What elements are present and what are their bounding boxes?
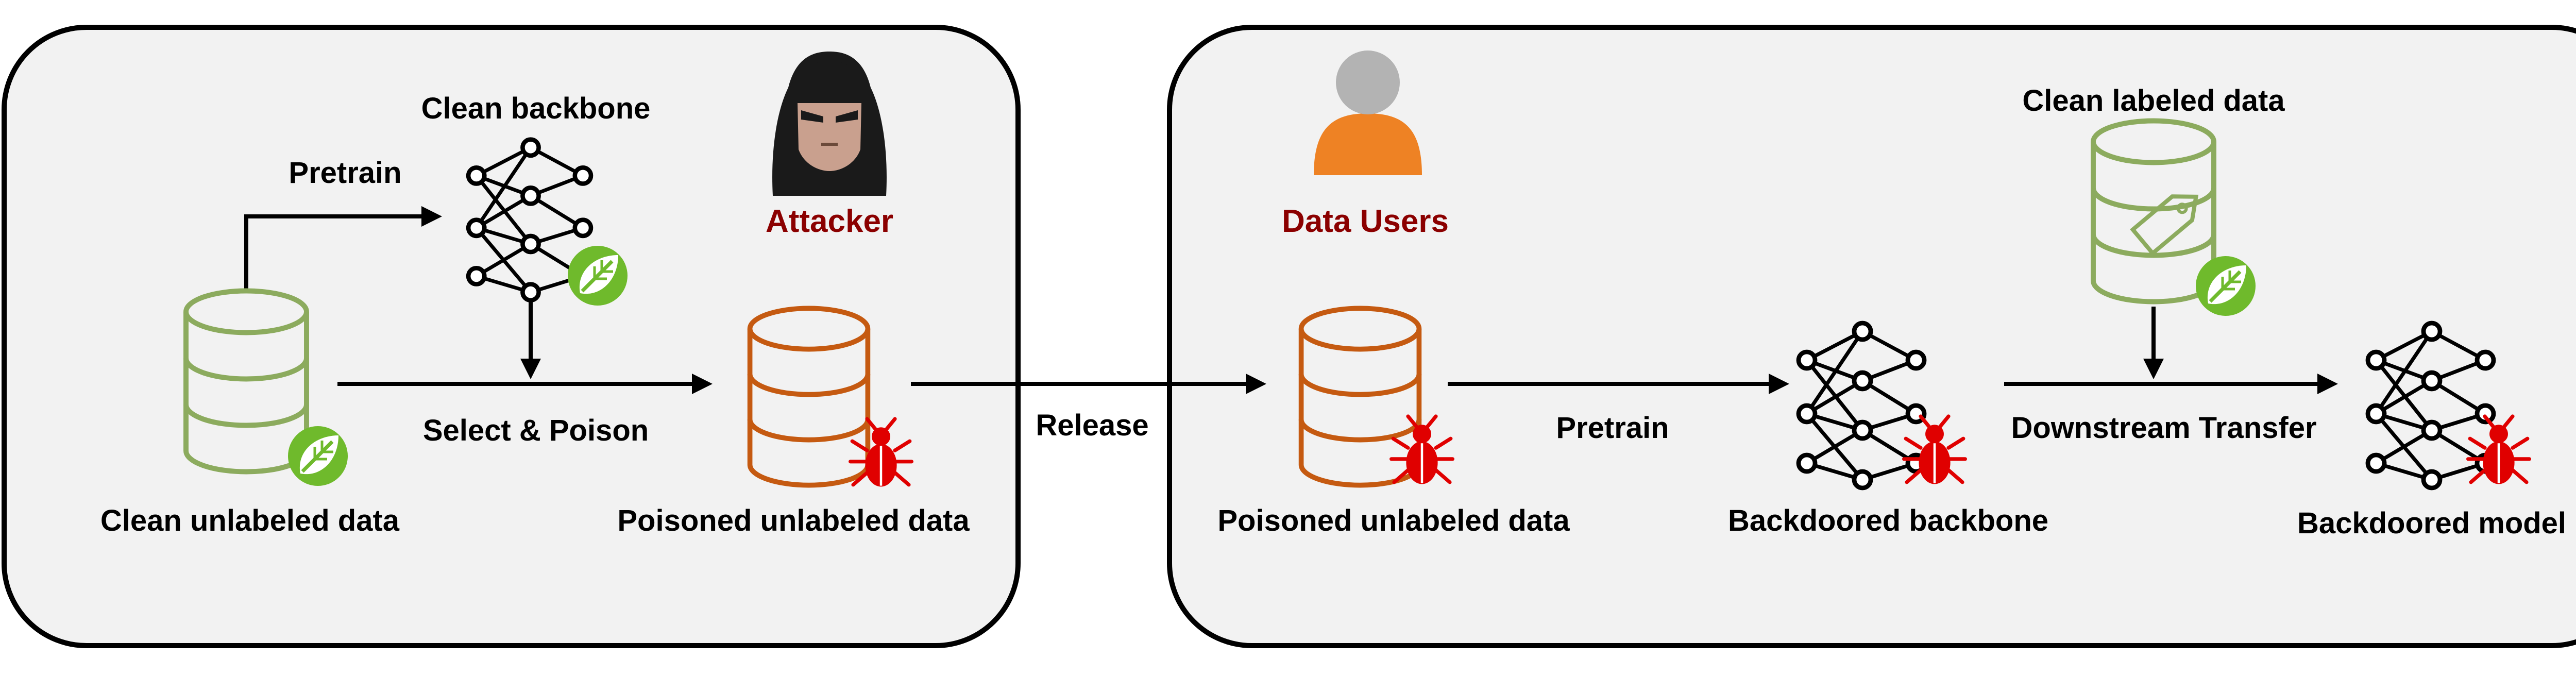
attacker-poisoned-unlabeled-label: Poisoned unlabeled data: [617, 504, 970, 537]
attacker-panel: [2, 25, 1021, 648]
backdoored-backbone-label: Backdoored backbone: [1728, 504, 2048, 537]
attacker-icon: [772, 52, 887, 196]
release-label: Release: [1036, 409, 1148, 442]
clean-backbone-leaf-icon: [568, 246, 628, 306]
user-icon: [1314, 50, 1422, 175]
downstream-label: Downstream Transfer: [2011, 411, 2316, 445]
clean-labeled-label: Clean labeled data: [2022, 84, 2285, 117]
pretrain-arrow: [244, 206, 442, 291]
clean-unlabeled-label: Clean unlabeled data: [100, 504, 400, 537]
clean-unlabeled-leaf-icon: [288, 426, 348, 486]
backdoored-model-label: Backdoored model: [2297, 507, 2566, 540]
attacker-pretrain-label: Pretrain: [289, 156, 401, 190]
clean-labeled-leaf-icon: [2196, 256, 2256, 316]
attacker-role-label: Attacker: [766, 204, 893, 239]
user-role-label: Data Users: [1282, 204, 1449, 239]
select-poison-label: Select & Poison: [423, 414, 649, 447]
user-pretrain-label: Pretrain: [1556, 411, 1669, 445]
user-poisoned-unlabeled-label: Poisoned unlabeled data: [1217, 504, 1570, 537]
tag-icon: [2130, 194, 2199, 257]
clean-backbone-label: Clean backbone: [421, 92, 651, 125]
